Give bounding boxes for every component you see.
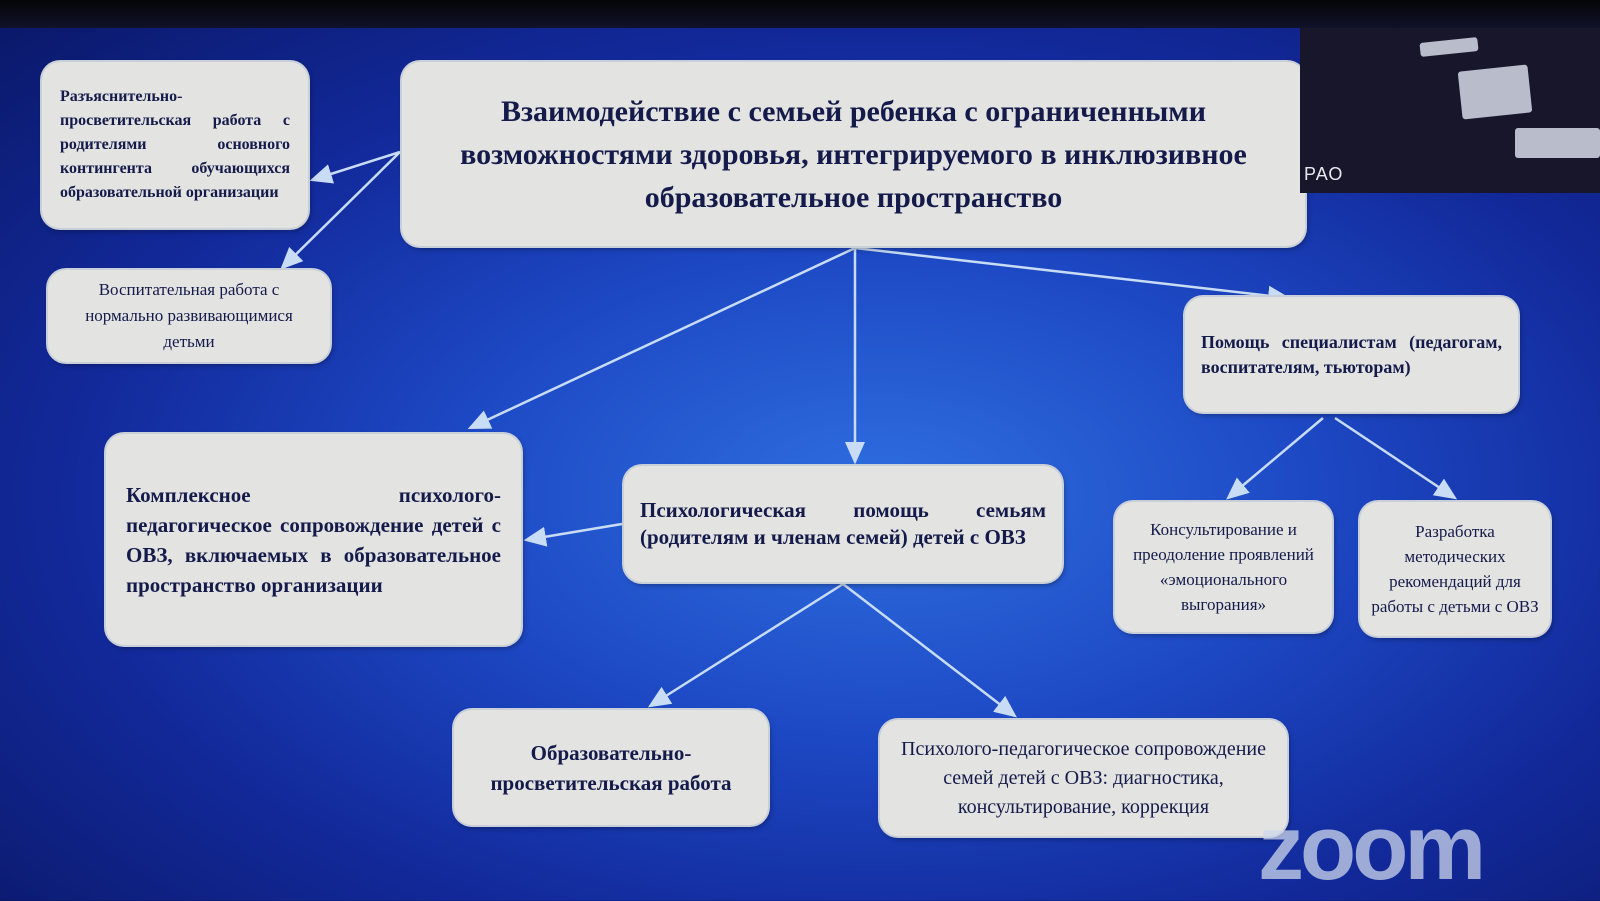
arrow-specialists-consulting [1226, 417, 1324, 500]
node-specialists-help: Помощь специалистам (педагогам, воспитат… [1185, 297, 1518, 412]
blurred-slide-card [1515, 128, 1600, 158]
diagram-title: Взаимодействие с семьей ребенка с ограни… [460, 94, 1247, 214]
node-upbringing: Воспитательная работа с нормально развив… [48, 270, 330, 362]
arrow-psych-complex [523, 522, 623, 547]
arrow-psych-family [842, 583, 1017, 718]
node-family-support: Психолого-педагогическое сопровождение с… [880, 720, 1287, 836]
screen-top-edge [0, 0, 1600, 28]
arrow-title-specialists [854, 246, 1291, 306]
node-complex-support: Комплексное психолого-педагогическое соп… [106, 434, 521, 645]
node-consulting: Консультирование и преодоление проявлени… [1115, 502, 1332, 632]
zoom-watermark-logo: zoom [1258, 797, 1486, 899]
blurred-slide-card [1457, 64, 1533, 120]
arrow-specialists-methodical [1334, 416, 1458, 500]
arrow-title-complex [467, 246, 856, 430]
blurred-slide-card [1419, 37, 1479, 57]
arrow-title-upbringing [280, 151, 401, 270]
arrow-psych-educational [647, 582, 844, 708]
node-methodical: Разработка методических рекомендаций для… [1360, 502, 1550, 636]
participant-name-label: РАО [1304, 164, 1344, 184]
node-explanatory: Разъяснительно-просветительская работа с… [42, 62, 308, 228]
title-box: Взаимодействие с семьей ребенка с ограни… [402, 62, 1305, 246]
node-psych-help: Психологическая помощь семьям (родителям… [624, 466, 1062, 582]
node-educational: Образовательно-просветительская работа [454, 710, 768, 825]
participant-video-thumbnail[interactable]: РАО [1300, 28, 1600, 193]
arrow-title-explanatory [309, 150, 401, 184]
